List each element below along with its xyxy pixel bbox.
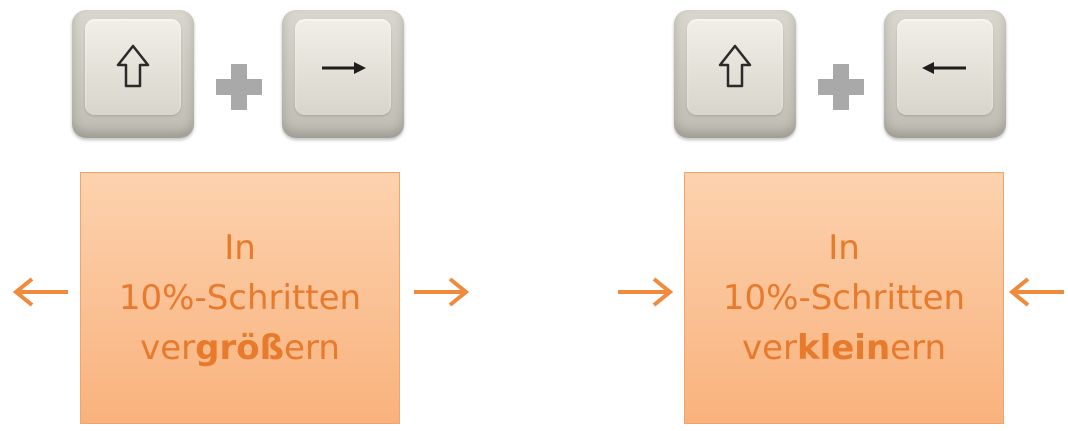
enlarge-text-box: In 10%-Schritten vergrößern [80,172,400,424]
box-line-2: 10%-Schritten [118,278,362,318]
arrow-left-outward-icon [12,277,68,307]
shift-key [72,10,194,138]
arrow-left-key [884,10,1006,138]
shift-key [674,10,796,138]
arrow-right-key [282,10,404,138]
box-line-3: verkleinern [741,328,947,368]
box-line-2: 10%-Schritten [722,278,966,318]
shrink-panel: In 10%-Schritten verkleinern [534,0,1068,431]
arrow-left-icon [922,62,966,74]
shift-icon [116,44,150,88]
enlarge-panel: In 10%-Schritten vergrößern [12,10,470,424]
arrow-left-inward-icon [1008,277,1064,307]
plus-icon [216,64,262,110]
shift-icon [718,44,752,88]
shrink-text-box: In 10%-Schritten verkleinern [684,172,1004,424]
arrow-right-icon [322,62,366,74]
box-line-3: vergrößern [140,328,340,368]
arrow-right-outward-icon [414,277,470,307]
arrow-right-inward-icon [618,277,674,307]
plus-icon [818,64,864,110]
box-line-1: In [224,228,256,268]
box-line-1: In [828,228,860,268]
